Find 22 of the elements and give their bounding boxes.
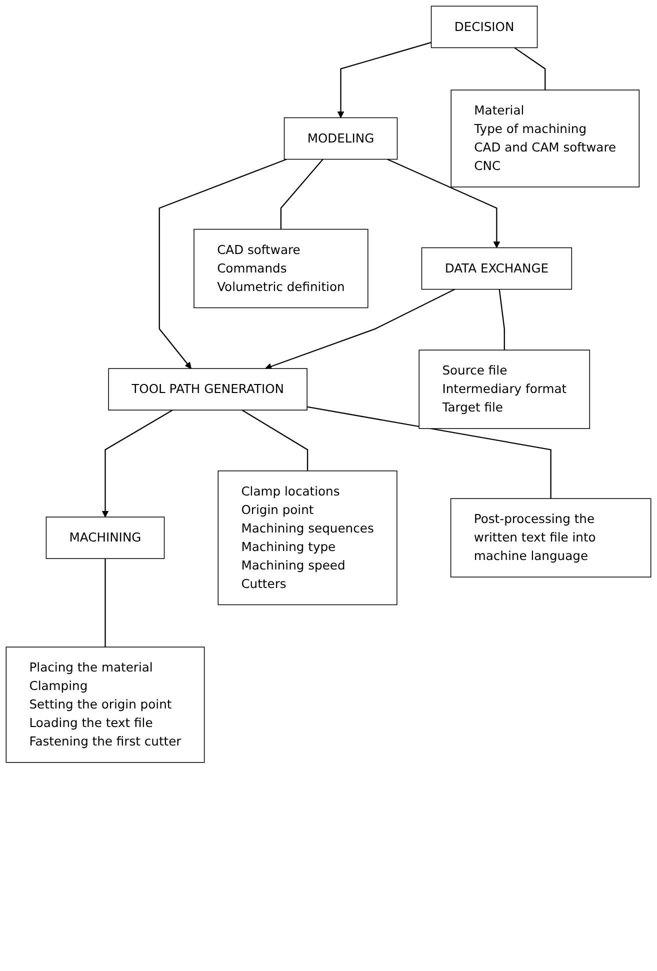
node-box: TOOL PATH GENERATION — [108, 368, 308, 410]
node-box: MODELING — [284, 117, 398, 160]
node-box: CAD software Commands Volumetric definition — [194, 228, 368, 308]
node-box: Post-processing the written text file into machine language — [450, 498, 652, 578]
node-box: Placing the material Clamping Setting the origin point Loading the text file Fastening the first cutter — [6, 646, 205, 763]
connector — [104, 558, 106, 648]
node-box: Source file Intermediary format Target file — [418, 350, 590, 429]
connector — [498, 289, 505, 350]
node-box: Material Type of machining CAD and CAM software CNC — [450, 90, 640, 188]
connector — [514, 47, 546, 90]
arrow — [158, 158, 287, 369]
node-box: DATA EXCHANGE — [421, 247, 572, 290]
arrow — [265, 288, 456, 370]
node-box: MACHINING — [46, 516, 165, 559]
node-box: Clamp locations Origin point Machining sequences Machining type Machining speed Cutters — [218, 470, 398, 606]
arrow — [337, 42, 432, 118]
arrow — [102, 410, 173, 518]
connector — [280, 158, 324, 230]
arrow — [387, 158, 500, 248]
connector — [306, 406, 552, 499]
connector — [242, 410, 308, 471]
node-box: DECISION — [430, 6, 538, 48]
